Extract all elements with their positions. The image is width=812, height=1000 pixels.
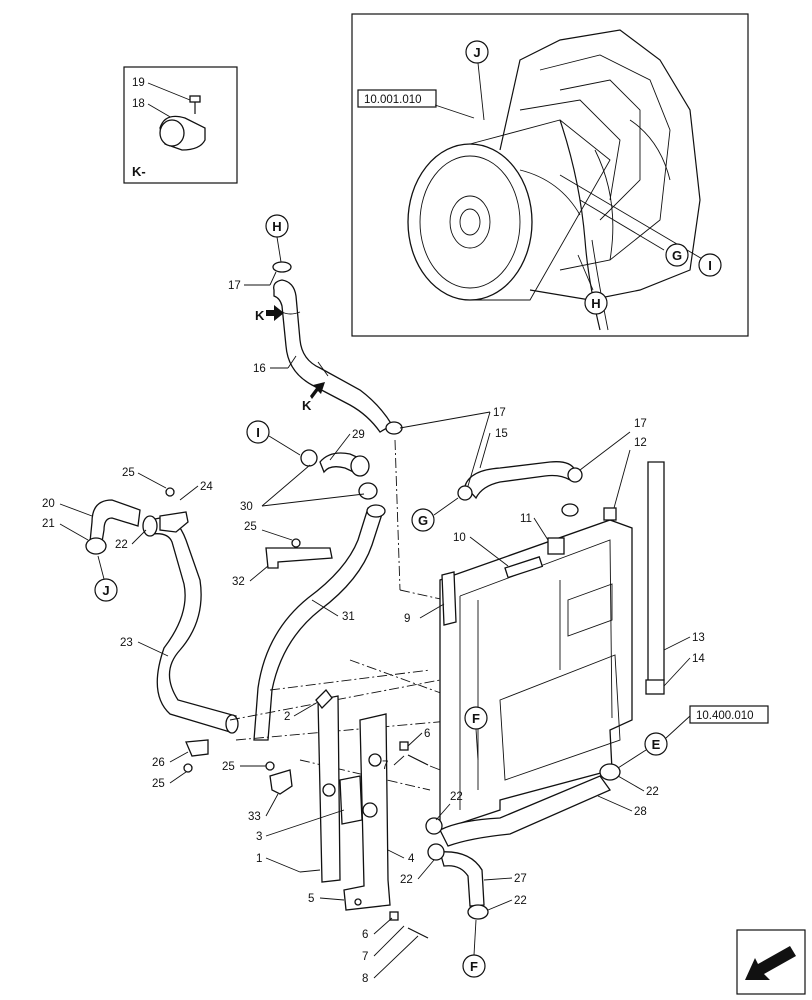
flywheel-housing [407,143,533,301]
engine-marker-i: I [708,258,712,273]
clamp-17-top [272,261,292,273]
callout-15: 15 [495,428,508,440]
callout-25: 25 [244,521,257,533]
view-k-letter-2: K [302,398,312,413]
marker-f: F [472,711,480,726]
callout-6: 6 [362,929,368,941]
callout-32: 32 [232,576,245,588]
callout-27: 27 [514,873,527,885]
callout-25: 25 [222,761,235,773]
engine-marker-g: G [672,248,682,263]
callout-3: 3 [256,831,262,843]
clamp-17-lower [385,421,403,435]
callout-20: 20 [42,498,55,510]
callout-7: 7 [362,951,368,963]
callout-23: 23 [120,637,133,649]
radiator-ref: 10.400.010 [696,710,754,722]
strip-13 [647,461,665,685]
callout-6: 6 [424,728,430,740]
detail-view-k: 19 18 K- [123,66,238,184]
callout-11: 11 [520,513,532,525]
hose-23: 25 24 20 21 22 J 23 26 25 [42,467,239,790]
engine-ref: 10.001.010 [364,94,422,106]
callout-14: 14 [692,653,705,665]
next-page-arrow-icon[interactable] [736,929,806,995]
callout-17: 17 [228,280,241,292]
callout-28: 28 [634,806,647,818]
callout-22: 22 [450,791,463,803]
radiator: 11 10 12 9 13 14 F [404,437,705,831]
engine-marker-h: H [591,296,600,311]
callout-29: 29 [352,429,365,441]
callout-9: 9 [404,613,410,625]
callout-4: 4 [408,853,415,865]
callout-24: 24 [200,481,213,493]
marker-j: J [102,583,109,598]
callout-25: 25 [122,467,135,479]
callout-13: 13 [692,632,705,644]
callout-33: 33 [248,811,261,823]
plate-3 [339,775,363,825]
callout-8: 8 [362,973,368,985]
callout-25: 25 [152,778,165,790]
marker-i: I [256,425,260,440]
marker-h: H [272,219,281,234]
callout-21: 21 [42,518,55,530]
callout-22: 22 [514,895,527,907]
view-k-letter: K [255,308,265,323]
engine-view: 10.001.010 J G I H [351,13,749,337]
callout-1: 1 [256,853,262,865]
callout-18: 18 [132,98,145,110]
callout-16: 16 [253,363,266,375]
hose-16: H 17 16 K K [228,214,403,435]
marker-g: G [418,513,428,528]
callout-2: 2 [284,711,290,723]
bracket-assembly: 2 6 7 8 25 33 3 1 4 5 6 7 8 [222,439,461,985]
view-arrow-icon [266,305,284,321]
detail-view-label: K- [132,164,146,179]
callout-17: 17 [634,418,647,430]
marker-e: E [652,737,661,752]
marker-f-lower: F [470,959,478,974]
callout-12: 12 [634,437,647,449]
callout-22: 22 [646,786,659,798]
callout-10: 10 [453,532,466,544]
callout-22: 22 [400,874,413,886]
callout-22: 22 [115,539,128,551]
hose-28: 10.400.010 E 22 28 22 22 27 22 F [400,705,769,978]
callout-19: 19 [132,77,145,89]
engine-marker-j: J [473,45,480,60]
hose-31: I 29 30 31 25 32 [232,420,386,741]
callout-26: 26 [152,757,165,769]
view-arrow-icon [310,382,325,399]
callout-5: 5 [308,893,314,905]
callout-7: 7 [382,760,388,772]
hose-15: 17 15 17 G [399,407,647,532]
callout-31: 31 [342,611,355,623]
callout-30: 30 [240,501,253,513]
callout-17: 17 [493,407,506,419]
